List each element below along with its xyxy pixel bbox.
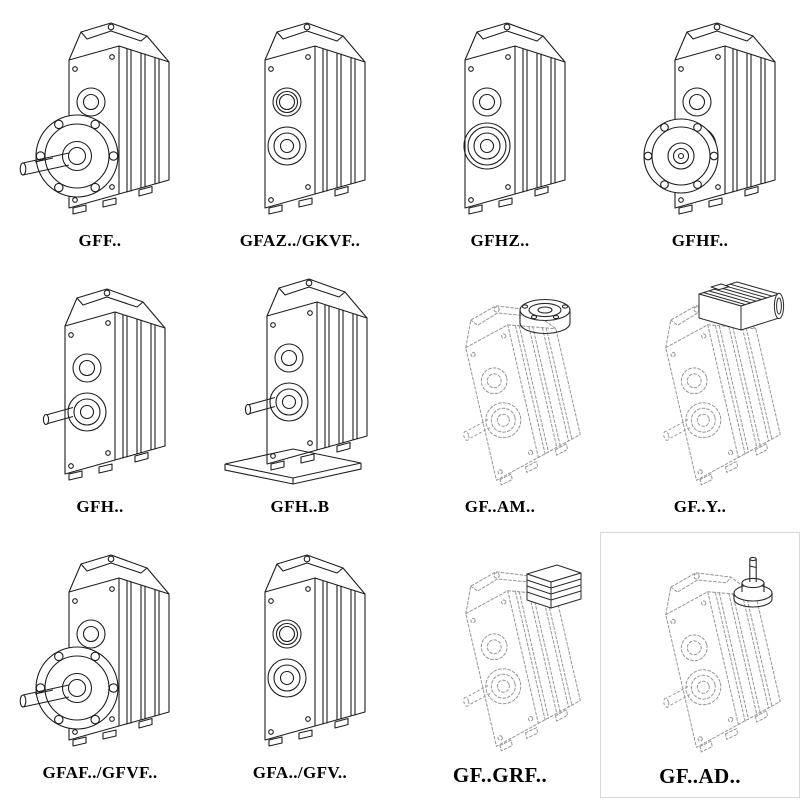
cell-gfh-b: GFH..B bbox=[200, 266, 400, 532]
finned-cover-block bbox=[526, 564, 582, 609]
label-gff: GFF.. bbox=[78, 231, 122, 250]
dashed-gear-unit bbox=[637, 294, 787, 491]
cell-gfaf-gfvf: GFAF../GFVF.. bbox=[0, 532, 200, 798]
drawing-gf-ad-gearbox bbox=[605, 556, 795, 763]
cell-gfaz-gkvf: GFAZ../GKVF.. bbox=[200, 0, 400, 266]
cell-gff: GFF.. bbox=[0, 0, 200, 266]
label-gfhz: GFHZ.. bbox=[470, 231, 530, 250]
drawing-gfa-gearbox bbox=[264, 554, 366, 747]
drawing-gf-am-gearbox bbox=[405, 272, 595, 496]
drawing-gfaz-gearbox bbox=[264, 22, 366, 215]
label-gf-am: GF..AM.. bbox=[464, 497, 536, 516]
drawing-gfaf-gearbox bbox=[19, 554, 170, 747]
label-gf-y: GF..Y.. bbox=[673, 497, 727, 516]
label-gfhf: GFHF.. bbox=[671, 231, 729, 250]
drawing-gfh-b-gearbox bbox=[224, 278, 368, 485]
cell-gfh: GFH.. bbox=[0, 266, 200, 532]
cell-gf-y: GF..Y.. bbox=[600, 266, 800, 532]
cell-gf-ad: GF..AD.. bbox=[600, 532, 800, 798]
cell-gfa-gfv: GFA../GFV.. bbox=[200, 532, 400, 798]
drawing-gfh-gearbox bbox=[42, 288, 166, 481]
drawing-gff-gearbox bbox=[19, 22, 170, 215]
label-gfh: GFH.. bbox=[76, 497, 124, 516]
cell-gfhz: GFHZ.. bbox=[400, 0, 600, 266]
label-gf-ad: GF..AD.. bbox=[659, 764, 741, 788]
cell-gf-grf: GF..GRF.. bbox=[400, 532, 600, 798]
label-gfaz-gkvf: GFAZ../GKVF.. bbox=[239, 231, 361, 250]
label-gfh-b: GFH..B bbox=[270, 497, 330, 516]
dashed-gear-unit bbox=[437, 294, 587, 491]
drawing-gf-y-gearbox bbox=[605, 281, 795, 496]
drawing-gf-grf-gearbox bbox=[405, 538, 595, 762]
cell-gfhf: GFHF.. bbox=[600, 0, 800, 266]
drawing-gfhz-gearbox bbox=[463, 22, 566, 215]
label-gfaf-gfvf: GFAF../GFVF.. bbox=[42, 763, 158, 782]
cell-gf-am: GF..AM.. bbox=[400, 266, 600, 532]
label-gf-grf: GF..GRF.. bbox=[452, 763, 548, 787]
drawing-gfhf-gearbox bbox=[643, 22, 776, 215]
label-gfa-gfv: GFA../GFV.. bbox=[252, 763, 348, 782]
